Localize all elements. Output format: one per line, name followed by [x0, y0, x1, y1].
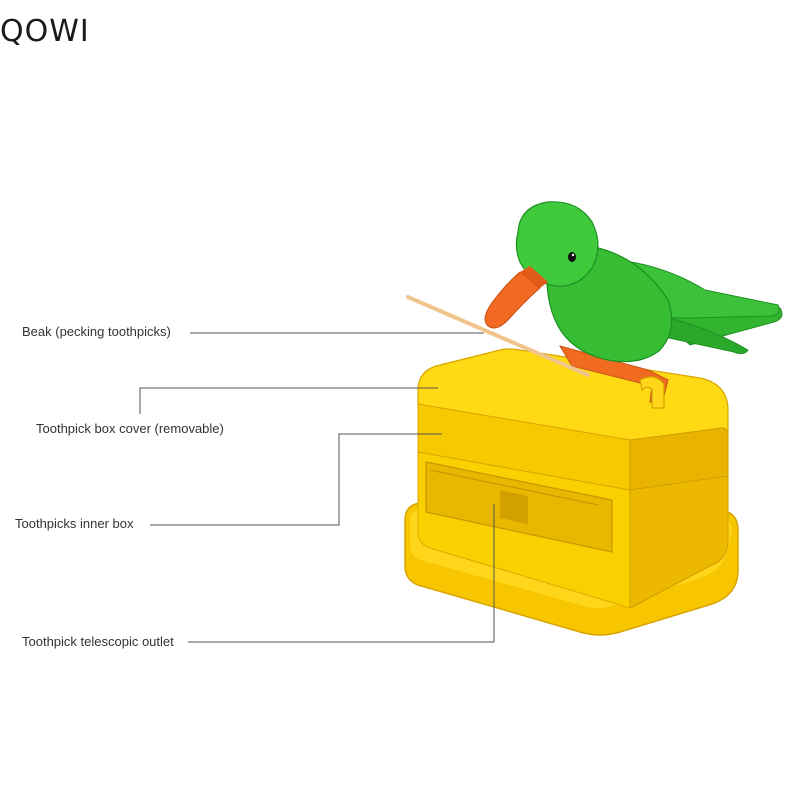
brand-watermark: QOWI: [0, 14, 90, 49]
inner-box-edge: [429, 469, 599, 506]
callout-cover: Toothpick box cover (removable): [36, 421, 224, 436]
leader-lines: [139, 332, 495, 643]
perch-clip: [639, 376, 665, 409]
bird-beak: [484, 271, 541, 329]
cover-side: [629, 427, 729, 491]
bird-eye-icon: [568, 252, 576, 262]
callout-outlet: Toothpick telescopic outlet: [22, 634, 174, 649]
leader-cover: [139, 387, 438, 414]
bird-head: [515, 201, 599, 287]
leader-inner-box: [150, 433, 442, 526]
leader-outlet: [188, 504, 495, 643]
inner-box-notch: [500, 490, 528, 524]
callout-beak: Beak (pecking toothpicks): [22, 324, 171, 339]
toothpick: [406, 295, 590, 377]
callout-inner-box: Toothpicks inner box: [15, 516, 134, 531]
